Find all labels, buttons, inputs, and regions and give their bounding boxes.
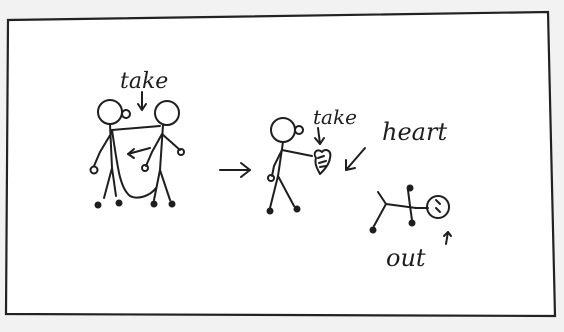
take-label-right: take (313, 105, 357, 129)
heart-label: heart (382, 118, 447, 146)
out-label: out (386, 244, 426, 272)
take-label-left: take (120, 69, 168, 94)
